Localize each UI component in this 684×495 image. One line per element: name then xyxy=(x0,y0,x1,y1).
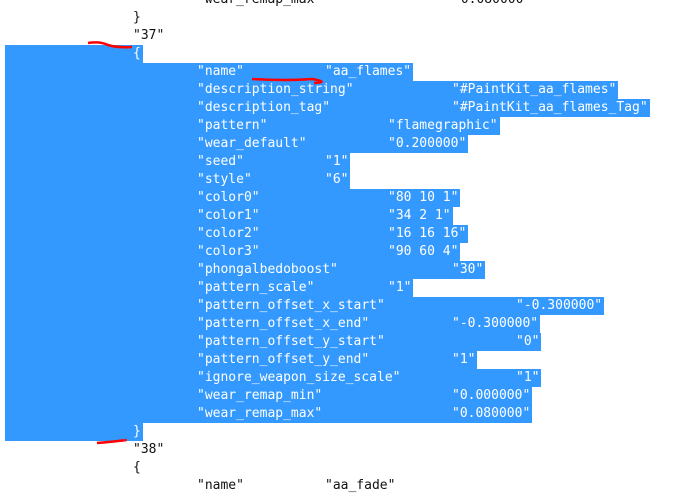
selected-line: "wear_remap_min" "0.000000" xyxy=(5,387,533,405)
selected-line: "name" "aa_flames" xyxy=(5,63,414,81)
block-id-line: "38" xyxy=(5,441,164,459)
open-brace: { xyxy=(133,460,141,475)
selected-line: } xyxy=(5,423,143,441)
key: "name" xyxy=(197,478,244,493)
selected-line: "wear_default" "0.200000" xyxy=(5,135,469,153)
value: "aa_flames" xyxy=(325,64,412,79)
selected-line: "pattern_offset_y_end" "1" xyxy=(5,351,478,369)
key: "color2" xyxy=(197,226,260,241)
value: "30" xyxy=(452,262,484,277)
open-brace: { xyxy=(133,46,141,61)
key: "color0" xyxy=(197,190,260,205)
value: "flamegraphic" xyxy=(388,118,498,133)
key: "wear_remap_max" xyxy=(197,406,323,421)
value: "1" xyxy=(325,154,349,169)
selected-line: "color1" "34 2 1" xyxy=(5,207,453,225)
key: "pattern_offset_x_end" xyxy=(197,316,370,331)
selected-line: "ignore_weapon_size_scale" "1" xyxy=(5,369,542,387)
key: "description_string" xyxy=(197,82,354,97)
selected-line: "pattern_offset_x_end" "-0.300000" xyxy=(5,315,541,333)
selected-line: "color2" "16 16 16" xyxy=(5,225,469,243)
value: "16 16 16" xyxy=(388,226,467,241)
close-brace: } xyxy=(133,10,141,25)
key: "pattern" xyxy=(197,118,268,133)
value: "0.200000" xyxy=(388,136,467,151)
key: "pattern_scale" xyxy=(197,280,315,295)
key: "color3" xyxy=(197,244,260,259)
selected-line: { xyxy=(5,45,143,63)
key: "name" xyxy=(197,64,244,79)
key: "description_tag" xyxy=(197,100,331,115)
value: "1" xyxy=(452,352,476,367)
key: "color1" xyxy=(197,208,260,223)
key: "wear_default" xyxy=(197,136,307,151)
key: "ignore_weapon_size_scale" xyxy=(197,370,401,385)
value: "#PaintKit_aa_flames_Tag" xyxy=(452,100,648,115)
selected-line: "pattern" "flamegraphic" xyxy=(5,117,500,135)
selected-line: "pattern_offset_x_start" "-0.300000" xyxy=(5,297,605,315)
value: "6" xyxy=(325,172,349,187)
value: "0.080000" xyxy=(452,406,531,421)
selected-line: "color0" "80 10 1" xyxy=(5,189,461,207)
key: "style" xyxy=(197,172,252,187)
value: "#PaintKit_aa_flames" xyxy=(452,82,617,97)
selected-line: "pattern_scale" "1" xyxy=(5,279,414,297)
value: "1" xyxy=(516,370,540,385)
selected-line: "wear_remap_max" "0.080000" xyxy=(5,405,533,423)
key: "phongalbedoboost" xyxy=(197,262,338,277)
value: "-0.300000" xyxy=(516,298,603,313)
value: "-0.300000" xyxy=(452,316,539,331)
value: "80 10 1" xyxy=(388,190,459,205)
block-id: "38" xyxy=(133,442,165,457)
selected-line: "description_string" "#PaintKit_aa_flames… xyxy=(5,81,619,99)
selected-line: "style" "6" xyxy=(5,171,351,189)
value: "1" xyxy=(388,280,412,295)
value: "0.080000" xyxy=(453,0,533,9)
value: "aa_fade" xyxy=(325,478,396,493)
selected-line: "color3" "90 60 4" xyxy=(5,243,461,261)
value: "0.000000" xyxy=(452,388,531,403)
selected-line: "phongalbedoboost" "30" xyxy=(5,261,486,279)
selected-line: "pattern_offset_y_start" "0" xyxy=(5,333,542,351)
block-id-line: "37" xyxy=(5,27,164,45)
key: "wear_remap_max" xyxy=(197,0,453,9)
block-id: "37" xyxy=(133,28,165,43)
key: "pattern_offset_y_start" xyxy=(197,334,385,349)
key: "pattern_offset_y_end" xyxy=(197,352,370,367)
key: "seed" xyxy=(197,154,244,169)
close-brace: } xyxy=(133,424,141,439)
code-line: { xyxy=(5,459,141,477)
value: "90 60 4" xyxy=(388,244,459,259)
value: "0" xyxy=(516,334,540,349)
code-line: "name" "aa_fade" xyxy=(5,477,397,495)
code-line: } xyxy=(5,9,141,27)
selected-line: "description_tag" "#PaintKit_aa_flames_Ta… xyxy=(5,99,650,117)
key: "wear_remap_min" xyxy=(197,388,323,403)
value: "34 2 1" xyxy=(388,208,451,223)
code-line: "wear_remap_max""0.080000" xyxy=(5,0,533,9)
key: "pattern_offset_x_start" xyxy=(197,298,385,313)
selected-line: "seed" "1" xyxy=(5,153,351,171)
